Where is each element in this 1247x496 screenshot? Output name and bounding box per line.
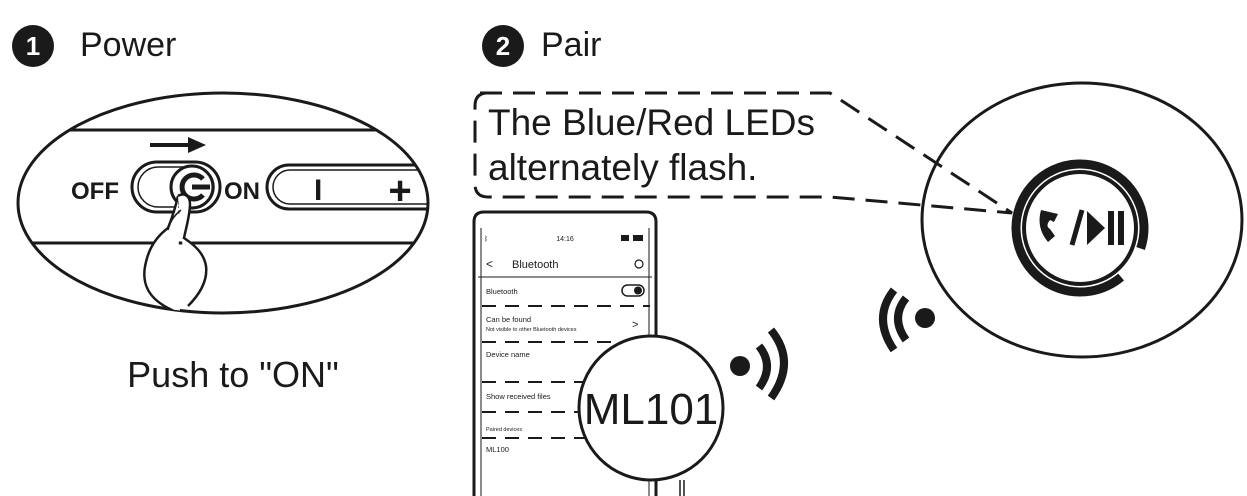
play-pause-phone-icon bbox=[1039, 209, 1124, 246]
step-1-number-badge: 1 bbox=[12, 25, 54, 67]
signal-icon bbox=[621, 235, 629, 241]
callout-line-2: alternately flash. bbox=[488, 147, 757, 188]
signal-waves-icon bbox=[730, 327, 788, 401]
volume-rocker bbox=[265, 163, 428, 211]
step-1-number: 1 bbox=[26, 31, 40, 61]
paired-device-item[interactable]: ML100 bbox=[486, 445, 509, 454]
step-2-number-badge: 2 bbox=[482, 25, 524, 67]
can-be-found-label: Can be found bbox=[486, 315, 531, 324]
volume-plus-label: + bbox=[388, 169, 411, 213]
bluetooth-toggle[interactable] bbox=[621, 284, 645, 297]
led-callout: The Blue/Red LEDs alternately flash. bbox=[473, 91, 1013, 215]
battery-icon bbox=[633, 235, 643, 241]
can-be-found-sub: Not visible to other Bluetooth devices bbox=[486, 327, 577, 333]
step-2-number: 2 bbox=[496, 31, 510, 61]
finger-icon bbox=[143, 195, 181, 313]
screen-title: Bluetooth bbox=[512, 259, 558, 271]
device-ml101-badge[interactable]: ML101 bbox=[577, 334, 725, 482]
paired-devices-header: Paired devices bbox=[486, 427, 522, 433]
bluetooth-status-icon: ᛒ bbox=[484, 235, 488, 243]
step-1-power: 1 Power I + bbox=[12, 25, 430, 395]
show-received-files-label: Show received files bbox=[486, 392, 551, 401]
chevron-right-icon[interactable]: > bbox=[632, 319, 638, 331]
signal-waves-icon bbox=[879, 287, 935, 353]
device-name-label: Device name bbox=[486, 350, 530, 359]
step-1-title: Power bbox=[80, 26, 176, 64]
back-icon[interactable]: < bbox=[486, 257, 493, 271]
step-2-title: Pair bbox=[541, 26, 601, 64]
power-icon bbox=[179, 172, 205, 202]
switch-off-label: OFF bbox=[71, 178, 119, 205]
volume-minus-label: I bbox=[314, 174, 322, 207]
status-time: 14:16 bbox=[556, 236, 574, 243]
switch-on-label: ON bbox=[224, 178, 260, 205]
step-1-caption: Push to "ON" bbox=[127, 354, 339, 395]
device-badge-label: ML101 bbox=[584, 385, 719, 434]
step-2-pair: 2 Pair The Blue/Red LEDs alternately fla… bbox=[472, 25, 1244, 496]
bluetooth-settings-screen: ᛒ 14:16 < Bluetooth Bluetooth Can be fou… bbox=[478, 235, 652, 454]
callout-line-1: The Blue/Red LEDs bbox=[488, 102, 815, 143]
right-arrow-icon bbox=[150, 137, 206, 153]
multifunction-button-magnifier bbox=[879, 81, 1244, 359]
blinking-led-ring bbox=[1011, 159, 1149, 297]
refresh-icon[interactable] bbox=[634, 259, 644, 269]
power-switch-magnifier: I + OFF ON bbox=[16, 91, 430, 315]
bluetooth-toggle-label: Bluetooth bbox=[486, 287, 518, 296]
